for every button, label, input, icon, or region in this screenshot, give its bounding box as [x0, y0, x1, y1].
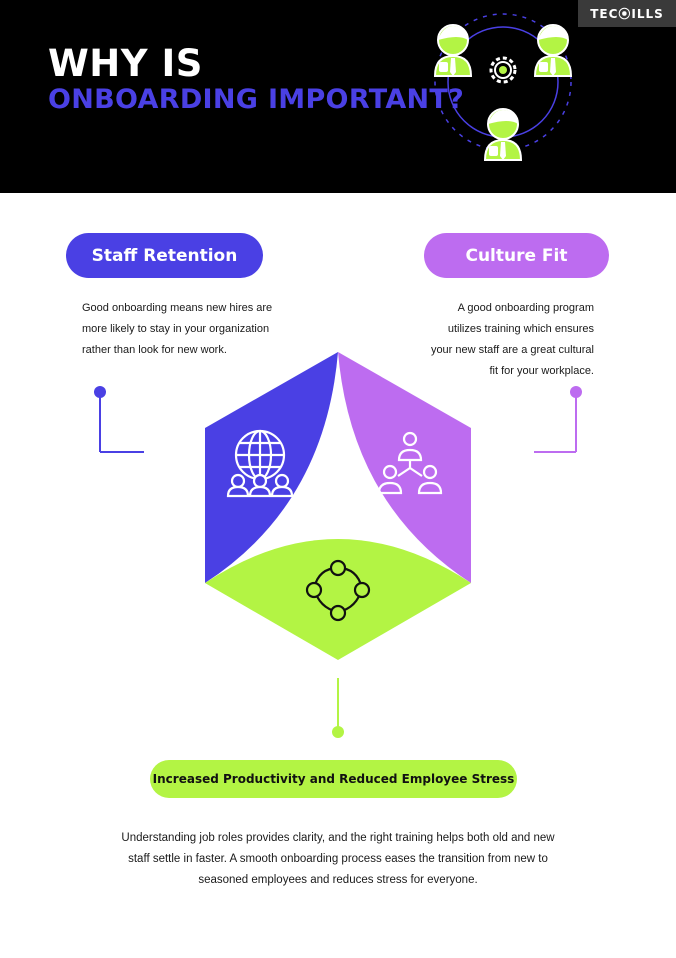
culture-fit-label: Culture Fit: [424, 233, 609, 278]
culture-fit-text: A good onboarding program utilizes train…: [430, 302, 594, 377]
header-banner: WHY IS ONBOARDING IMPORTANT?: [0, 0, 676, 193]
team-network-icon: [433, 13, 573, 161]
globe-team-icon: [226, 429, 294, 498]
connector-right: [534, 386, 582, 453]
hexagon-diagram: [94, 352, 582, 738]
title-line-1: WHY IS: [48, 42, 203, 85]
cycle-network-icon: [305, 559, 371, 622]
connector-left: [94, 386, 144, 453]
staff-retention-text: Good onboarding means new hires are more…: [82, 302, 273, 356]
productivity-label: Increased Productivity and Reduced Emplo…: [150, 760, 517, 798]
staff-retention-label: Staff Retention: [66, 233, 263, 278]
connector-bottom: [332, 678, 344, 738]
brand-logo: TEC⦿ILLS: [578, 0, 676, 27]
title-line-2: ONBOARDING IMPORTANT?: [48, 84, 465, 115]
purple-segment: [338, 352, 471, 583]
green-segment: [205, 539, 471, 660]
hierarchy-icon: [377, 431, 443, 495]
productivity-text: Understanding job roles provides clarity…: [121, 832, 555, 886]
